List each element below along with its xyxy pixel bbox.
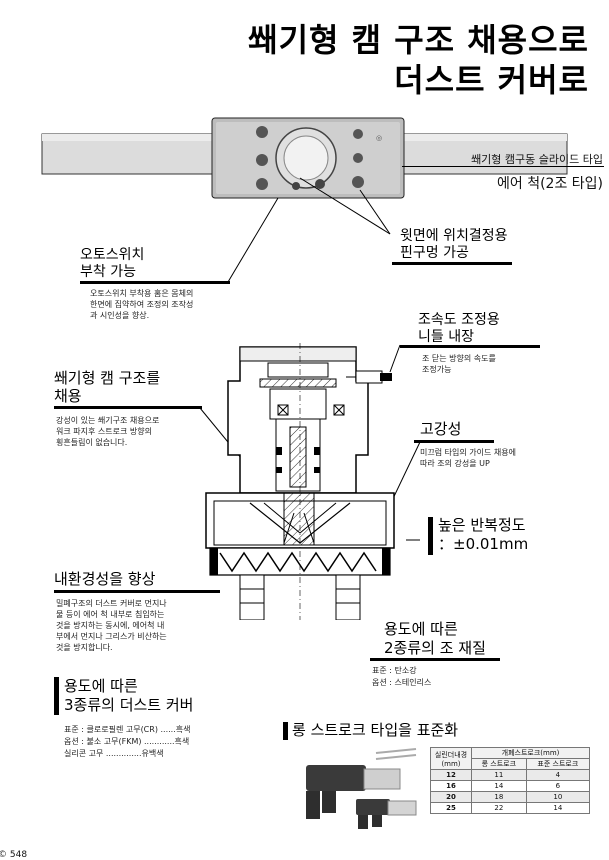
- wedge-cam-title-2: 채용: [54, 387, 82, 405]
- dust-cover-desc-1: 표준 : 클로로필렌 고무(CR) ......흑색: [64, 725, 191, 734]
- long-stroke-title: 롱 스트로크 타입을 표준화: [292, 721, 459, 739]
- page-title-line2: 더스트 커버로: [394, 61, 589, 99]
- jaw-material-desc-2: 옵션 : 스테인리스: [372, 678, 432, 687]
- product-type-line1: 쐐기형 캠구동 슬라이드 타입: [471, 153, 603, 166]
- environment-desc-1: 밀폐구조의 더스트 커버로 먼지나: [56, 599, 167, 608]
- auto-switch-desc-3: 과 시인성을 향상.: [90, 311, 150, 320]
- table-cell: 6: [525, 780, 591, 792]
- long-stroke-product-photo: [306, 748, 417, 829]
- wedge-cam-desc-3: 횡흔들림이 없습니다.: [56, 438, 128, 447]
- wedge-cam-title-1: 쐐기형 캠 구조를: [54, 369, 161, 387]
- speed-needle-title-1: 조속도 조정용: [418, 312, 500, 328]
- table-header-group: 개폐스트로크(mm): [471, 747, 590, 759]
- jaw-material-title-1: 용도에 따른: [384, 620, 458, 638]
- rigidity-desc-2: 따라 조의 강성을 UP: [420, 459, 490, 468]
- table-cell: 18: [471, 791, 527, 803]
- table-cell: 20: [430, 791, 472, 803]
- dust-cover-desc-2: 옵션 : 불소 고무(FKM) ............흑색: [64, 737, 190, 746]
- product-type-line2: 에어 척(2조 타입): [496, 176, 603, 192]
- table-header-long: 롱 스트로크: [471, 758, 527, 770]
- table-row: 25 22 14: [430, 802, 591, 814]
- repeatability-title-1: 높은 반복정도: [438, 516, 526, 534]
- page-number: © 548: [0, 850, 28, 860]
- table-cell: 16: [430, 780, 472, 792]
- environment-desc-3: 것을 방지하는 동시에, 에어척 내: [56, 621, 165, 630]
- environment-desc-4: 부에서 먼지나 그리스가 비산하는: [56, 632, 167, 641]
- product-top-view: ◎: [41, 117, 568, 199]
- table-row: 12 11 4: [430, 769, 591, 781]
- environment-desc-2: 물 등이 에어 척 내부로 침입하는: [56, 610, 165, 619]
- table-cell: 12: [430, 769, 472, 781]
- svg-text:◎: ◎: [376, 134, 382, 142]
- table-cell: 22: [471, 802, 527, 814]
- environment-desc-5: 것을 방지합니다.: [56, 643, 113, 652]
- auto-switch-desc-2: 한면에 집약하여 조정의 조작성: [90, 300, 194, 309]
- table-cell: 14: [471, 780, 527, 792]
- dust-cover-title-1: 용도에 따른: [64, 677, 138, 695]
- rigidity-title: 고강성: [420, 420, 462, 438]
- jaw-material-title-2: 2종류의 조 재질: [384, 639, 486, 657]
- table-cell: 11: [471, 769, 527, 781]
- dust-cover-desc-3: 실리콘 고무 ..............유백색: [64, 749, 164, 758]
- page-title-line1: 쐐기형 캠 구조 채용으로: [248, 21, 589, 59]
- table-cell: 4: [525, 769, 591, 781]
- auto-switch-title-2: 부착 가능: [80, 264, 136, 280]
- jaw-material-desc-1: 표준 : 탄소강: [372, 666, 417, 675]
- rigidity-desc-1: 미끄럼 타입의 가이드 채용에: [420, 448, 516, 457]
- pin-hole-title-1: 윗면에 위치결정용: [400, 228, 508, 244]
- stroke-spec-table: 실린더내경 (mm) 개폐스트로크(mm) 롱 스트로크 표준 스트로크 12 …: [430, 747, 591, 814]
- table-header-bore: 실린더내경 (mm): [430, 747, 472, 770]
- speed-needle-desc-1: 조 닫는 방향의 속도를: [422, 354, 496, 363]
- table-cell: 25: [430, 802, 472, 814]
- pin-hole-title-2: 핀구멍 가공: [400, 245, 469, 261]
- table-cell: 14: [525, 802, 591, 814]
- speed-needle-title-2: 니들 내장: [418, 329, 474, 345]
- repeatability-title-2: ：±0.01mm: [438, 535, 529, 553]
- wedge-cam-desc-1: 강성이 있는 쐐기구조 채용으로: [56, 416, 160, 425]
- mount-hole: [256, 126, 268, 138]
- table-header-std: 표준 스트로크: [525, 758, 591, 770]
- table-cell: 10: [525, 791, 591, 803]
- auto-switch-title-1: 오토스위치: [80, 247, 145, 263]
- table-row: 20 18 10: [430, 791, 591, 803]
- cross-section-diagram: [205, 343, 395, 620]
- speed-needle-desc-2: 조정가능: [422, 365, 452, 374]
- environment-title: 내환경성을 향상: [54, 570, 156, 588]
- table-row: 16 14 6: [430, 780, 591, 792]
- wedge-cam-desc-2: 워크 파지후 스트로크 방향의: [56, 427, 152, 436]
- dust-cover-title-2: 3종류의 더스트 커버: [64, 696, 194, 714]
- auto-switch-desc-1: 오토스위치 부착용 홈은 몸체의: [90, 289, 194, 298]
